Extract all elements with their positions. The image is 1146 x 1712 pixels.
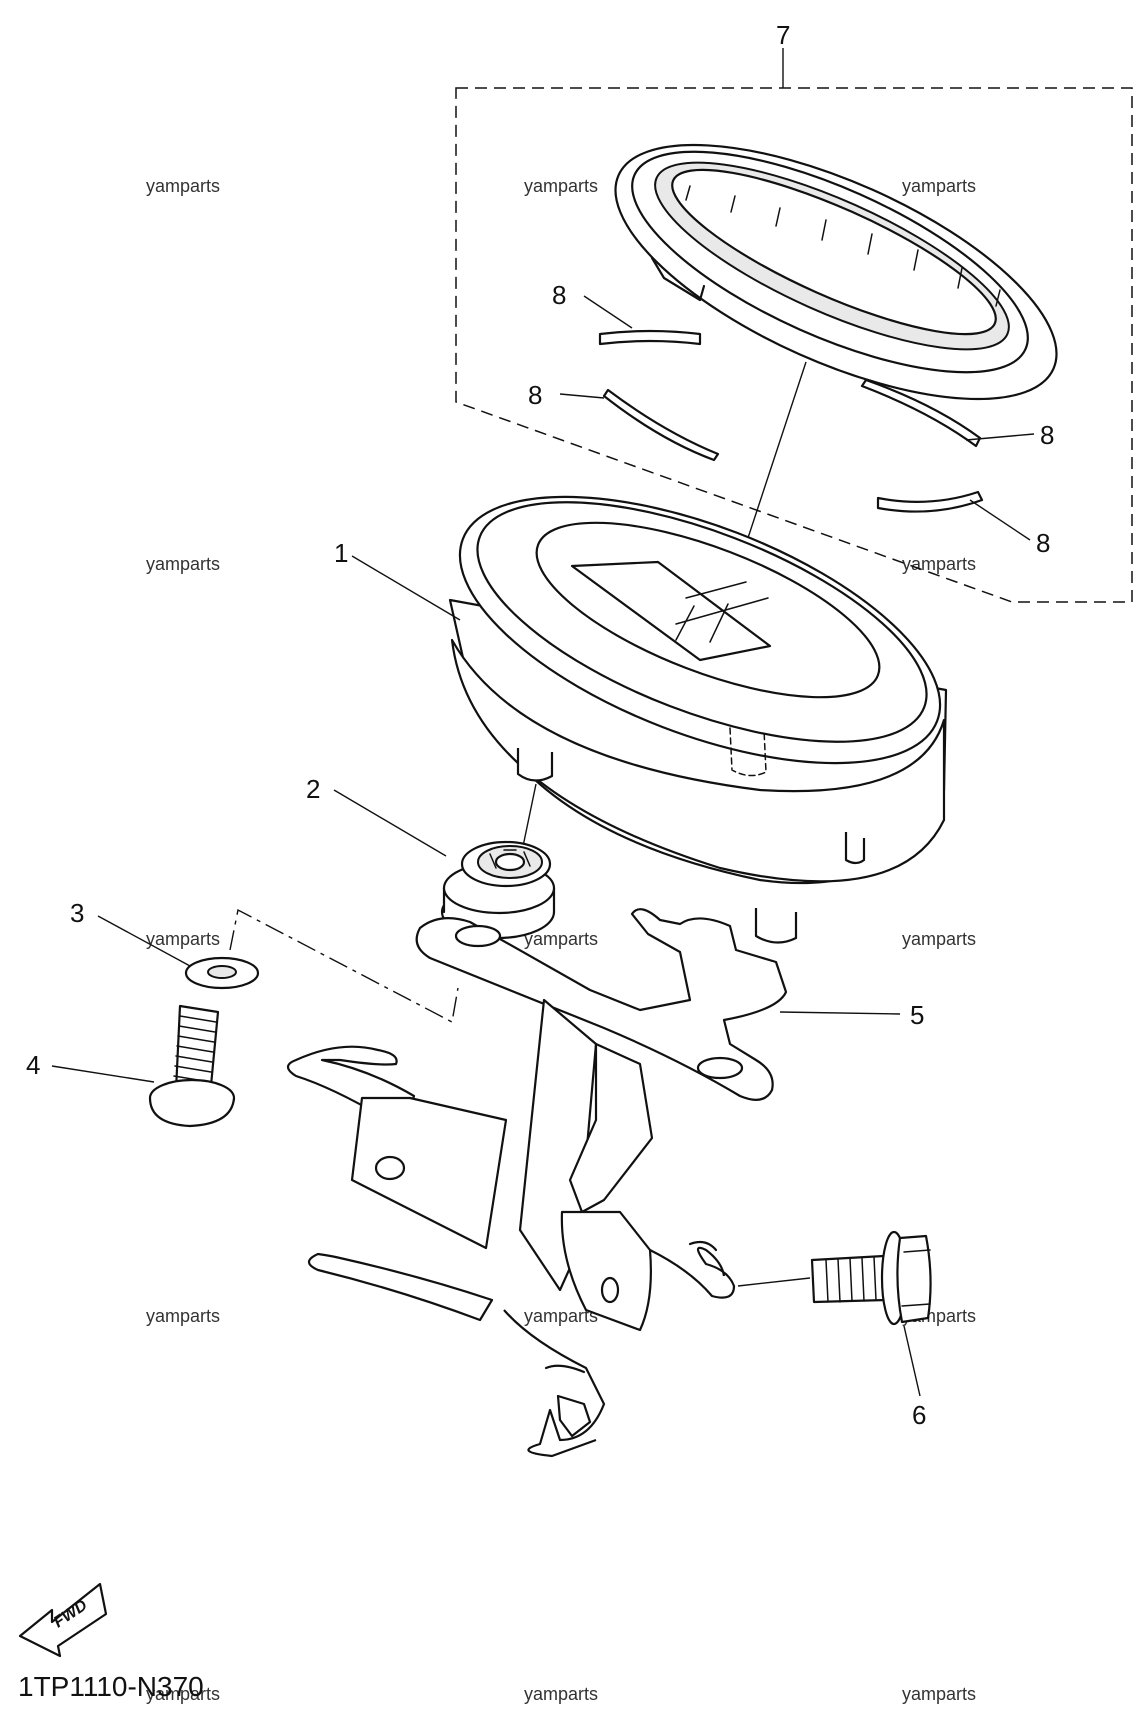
meter-bracket bbox=[286, 908, 788, 1458]
watermark: yamparts bbox=[902, 929, 976, 949]
meter-assembly bbox=[448, 495, 948, 944]
diagram-code: 1TP1110-N370 bbox=[18, 1671, 204, 1702]
watermark: yamparts bbox=[146, 929, 220, 949]
watermark: yamparts bbox=[902, 554, 976, 574]
assembly-line bbox=[743, 361, 807, 551]
watermark: yamparts bbox=[524, 929, 598, 949]
callout-5: 5 bbox=[910, 1000, 924, 1030]
callout-3-leader bbox=[97, 915, 191, 967]
flange-bolt bbox=[810, 1230, 932, 1326]
watermark: yamparts bbox=[146, 554, 220, 574]
watermark: yamparts bbox=[902, 1684, 976, 1704]
assembly-line bbox=[229, 908, 459, 1024]
callout-1: 1 bbox=[334, 538, 348, 568]
callout-7: 7 bbox=[776, 20, 790, 50]
callout-8c: 8 bbox=[1040, 420, 1054, 450]
callout-2-leader bbox=[333, 789, 447, 857]
callout-8c-leader bbox=[965, 433, 1035, 441]
callout-8d: 8 bbox=[1036, 528, 1050, 558]
watermark: yamparts bbox=[146, 1684, 220, 1704]
watermarks: yamparts yamparts yamparts yamparts yamp… bbox=[146, 176, 976, 1704]
watermark: yamparts bbox=[146, 1306, 220, 1326]
watermark: yamparts bbox=[524, 176, 598, 196]
callout-1-leader bbox=[351, 555, 461, 621]
callout-2: 2 bbox=[306, 774, 320, 804]
callout-8b: 8 bbox=[528, 380, 542, 410]
meter-bezel-ring bbox=[614, 143, 1058, 401]
forward-arrow-icon: FWD bbox=[18, 1582, 108, 1658]
callout-8a-leader bbox=[583, 295, 633, 329]
callout-6-leader bbox=[903, 1325, 921, 1397]
callout-4: 4 bbox=[26, 1050, 40, 1080]
washer bbox=[184, 956, 260, 990]
assembly-line bbox=[737, 1277, 811, 1287]
screw bbox=[148, 1004, 236, 1128]
callout-6: 6 bbox=[912, 1400, 926, 1430]
callout-8d-leader bbox=[969, 499, 1031, 541]
callout-4-leader bbox=[51, 1065, 155, 1083]
seal-strips bbox=[598, 329, 984, 513]
callout-8b-leader bbox=[559, 393, 605, 399]
watermark: yamparts bbox=[902, 176, 976, 196]
watermark: yamparts bbox=[524, 1684, 598, 1704]
callout-5-leader bbox=[779, 1011, 901, 1015]
callout-3: 3 bbox=[70, 898, 84, 928]
callout-8a: 8 bbox=[552, 280, 566, 310]
watermark: yamparts bbox=[524, 1306, 598, 1326]
watermark: yamparts bbox=[146, 176, 220, 196]
